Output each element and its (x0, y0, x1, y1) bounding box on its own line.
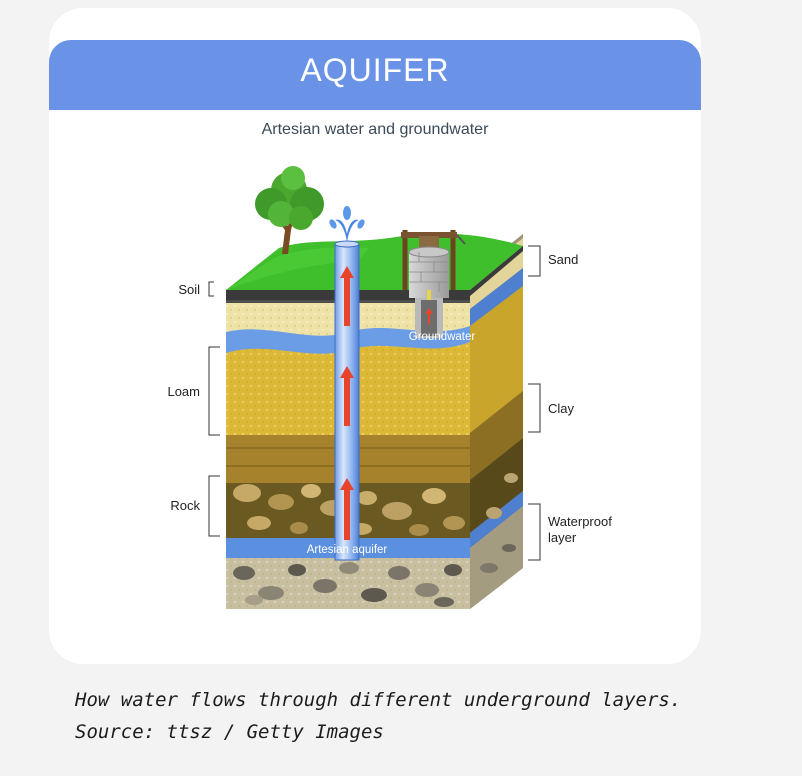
caption-text: How water flows through different underg… (75, 689, 682, 711)
bedrock-stones (233, 562, 462, 607)
groundwater-label: Groundwater (409, 331, 476, 343)
soil-label: Soil (178, 282, 200, 297)
waterproof-label-line2: layer (548, 530, 577, 545)
aquifer-diagram: Groundwater Artesian aquifer Soil Loam R… (167, 166, 612, 609)
water-fountain-icon (329, 206, 365, 242)
tree-icon (255, 166, 324, 254)
block-side-face (470, 234, 523, 609)
waterproof-label-line1: Waterproof (548, 514, 612, 529)
right-brackets (528, 245, 541, 561)
rock-label: Rock (170, 498, 200, 513)
diagram-card: AQUIFER Artesian water and groundwater (49, 8, 701, 664)
caption-source: Source: ttsz / Getty Images (75, 721, 384, 743)
artesian-aquifer-label: Artesian aquifer (307, 544, 388, 556)
diagram-title: AQUIFER (300, 52, 450, 88)
sand-label: Sand (548, 252, 578, 267)
title-banner: AQUIFER (49, 40, 701, 110)
figure-caption: How water flows through different underg… (75, 684, 775, 748)
loam-label: Loam (167, 384, 200, 399)
clay-label: Clay (548, 401, 575, 416)
left-brackets (208, 281, 220, 537)
diagram-subtitle: Artesian water and groundwater (261, 121, 489, 138)
water-well-icon (401, 230, 466, 338)
flow-arrow-icon (340, 266, 354, 540)
grass-surface (226, 233, 523, 296)
